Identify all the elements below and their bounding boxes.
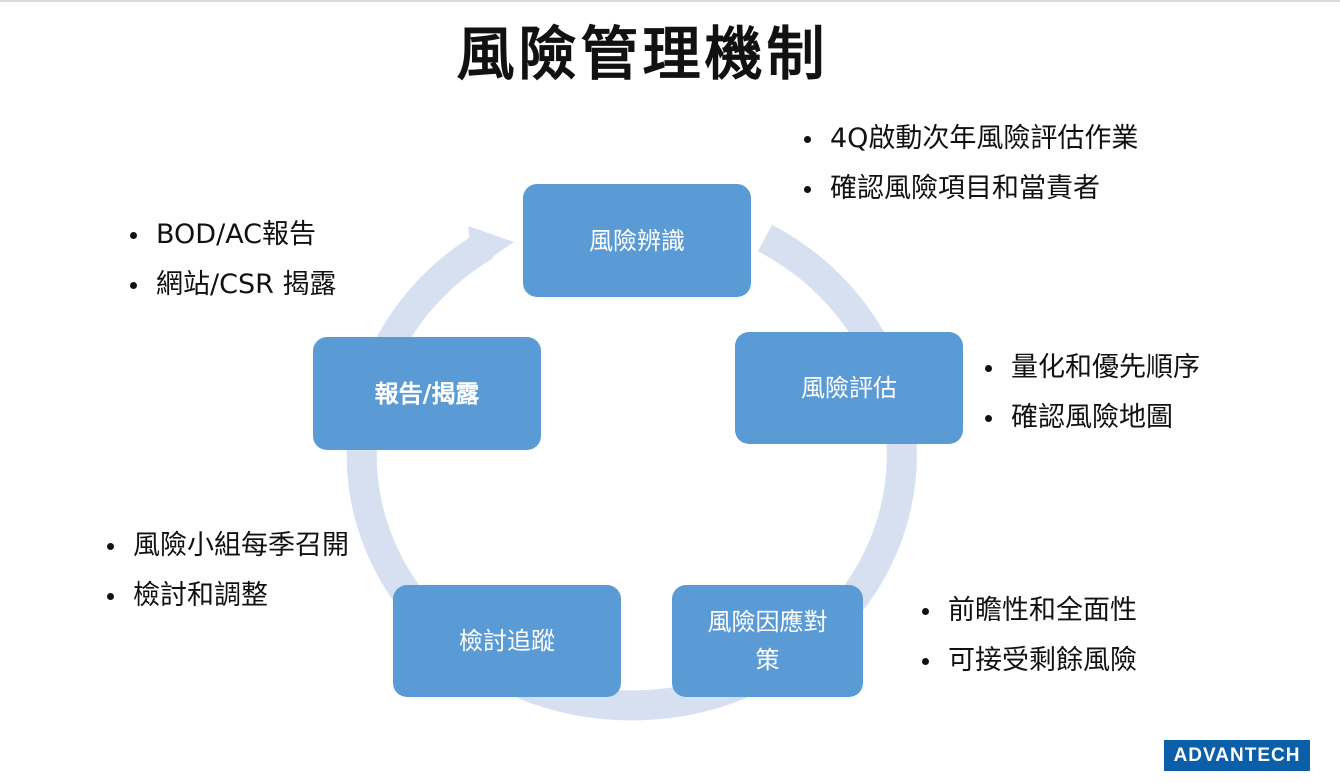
step-box-identify[interactable]: 風險辨識: [523, 184, 751, 297]
top-divider: [0, 0, 1340, 2]
step-box-assess[interactable]: 風險評估: [735, 332, 963, 444]
step-label-line: 風險辨識: [589, 226, 685, 255]
notes-response: 前瞻性和全面性 可接受剩餘風險: [922, 586, 1137, 686]
note-item: 確認風險項目和當責者: [804, 164, 1138, 214]
page-title: 風險管理機制: [456, 20, 829, 88]
note-item: 網站/CSR 揭露: [130, 260, 336, 310]
note-item: 風險小組每季召開: [107, 521, 349, 571]
step-label-line: 報告/揭露: [374, 378, 480, 408]
cycle-arrow-head: [468, 226, 514, 270]
note-item: 量化和優先順序: [985, 343, 1200, 393]
step-label-line: 策: [755, 646, 780, 674]
step-label-line: 檢討追蹤: [459, 627, 555, 655]
notes-review: 風險小組每季召開 檢討和調整: [107, 521, 349, 621]
step-label-line: 風險評估: [801, 374, 897, 402]
logo-text: ADVANTECH: [1173, 744, 1301, 766]
notes-report: BOD/AC報告 網站/CSR 揭露: [130, 210, 336, 310]
step-box-response[interactable]: 風險因應對 策: [672, 585, 863, 697]
note-item: BOD/AC報告: [130, 210, 336, 260]
step-box-review[interactable]: 檢討追蹤: [393, 585, 621, 697]
step-box-report[interactable]: 報告/揭露: [313, 337, 541, 450]
notes-assess: 量化和優先順序 確認風險地圖: [985, 343, 1200, 443]
notes-identify: 4Q啟動次年風險評估作業 確認風險項目和當責者: [804, 114, 1138, 214]
note-item: 確認風險地圖: [985, 393, 1200, 443]
note-item: 可接受剩餘風險: [922, 636, 1137, 686]
advantech-logo: ADVANTECH: [1164, 740, 1310, 771]
note-item: 檢討和調整: [107, 571, 349, 621]
note-item: 4Q啟動次年風險評估作業: [804, 114, 1138, 164]
note-item: 前瞻性和全面性: [922, 586, 1137, 636]
step-label-line: 風險因應對: [707, 608, 828, 636]
